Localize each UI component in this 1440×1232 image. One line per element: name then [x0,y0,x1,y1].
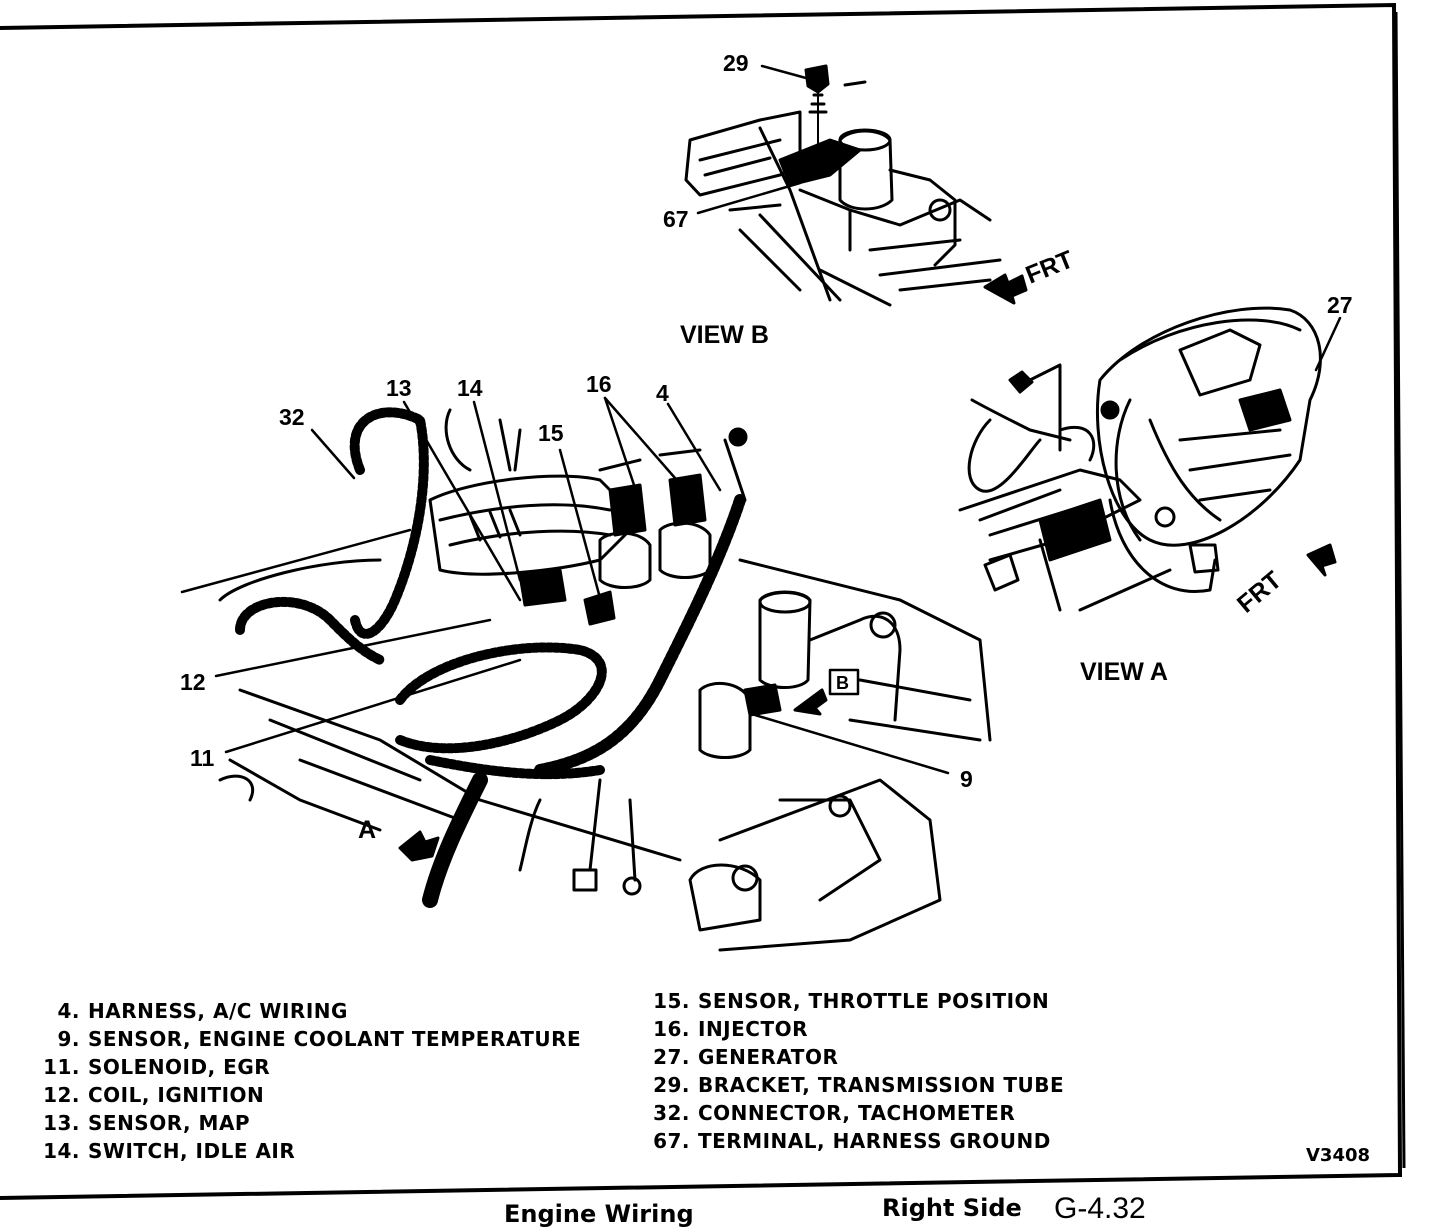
footer-title: Engine Wiring [504,1200,694,1228]
legend-item: 4.HARNESS, A/C WIRING [57,999,348,1023]
callout-12: 12 [180,669,206,695]
frt-label-view-b: FRT [1022,245,1078,289]
view-b-illustration [684,64,1028,307]
arrow-a-label: A [358,816,376,844]
callout-4: 4 [656,380,669,406]
callout-16: 16 [586,371,612,397]
legend-item: 32.CONNECTOR, TACHOMETER [653,1101,1016,1125]
view-a-illustration [958,306,1337,612]
callout-32: 32 [279,404,305,430]
leader-lines [180,64,1342,775]
callout-11: 11 [190,745,215,771]
view-b-label: VIEW B [680,321,769,349]
legend-item: 67.TERMINAL, HARNESS GROUND [653,1129,1051,1153]
legend-right: 15.SENSOR, THROTTLE POSITION 16.INJECTOR… [652,987,1064,1155]
legend-item: 13.SENSOR, MAP [43,1111,251,1135]
main-engine-illustration [218,407,992,952]
box-b-label: B [836,673,849,693]
callout-67: 67 [663,206,689,232]
callout-13: 13 [386,375,412,401]
frt-label-view-a: FRT [1232,566,1287,619]
footer-side: Right Side [882,1194,1022,1222]
view-a-label: VIEW A [1080,658,1168,686]
legend-item: 14.SWITCH, IDLE AIR [43,1139,296,1163]
legend-item: 12.COIL, IGNITION [43,1083,265,1107]
footer-page-number: G-4.32 [1054,1192,1146,1225]
diagram-frame [0,2,1406,1200]
legend-item: 15.SENSOR, THROTTLE POSITION [653,989,1050,1013]
callout-9: 9 [960,766,973,792]
figure-code: V3408 [1306,1145,1371,1166]
callout-29: 29 [723,50,749,76]
callout-14: 14 [457,375,483,401]
legend-item: 16.INJECTOR [653,1017,809,1041]
legend-item: 29.BRACKET, TRANSMISSION TUBE [653,1073,1065,1097]
callout-15: 15 [538,420,564,446]
legend-left: 4.HARNESS, A/C WIRING 9.SENSOR, ENGINE C… [42,997,581,1165]
callout-27: 27 [1327,292,1353,318]
legend-item: 9.SENSOR, ENGINE COOLANT TEMPERATURE [57,1027,582,1051]
callouts: 29 67 27 32 13 14 15 16 4 12 11 9 VIEW B… [180,50,1353,844]
legend-item: 27.GENERATOR [653,1045,839,1069]
legend-item: 11.SOLENOID, EGR [43,1055,271,1079]
